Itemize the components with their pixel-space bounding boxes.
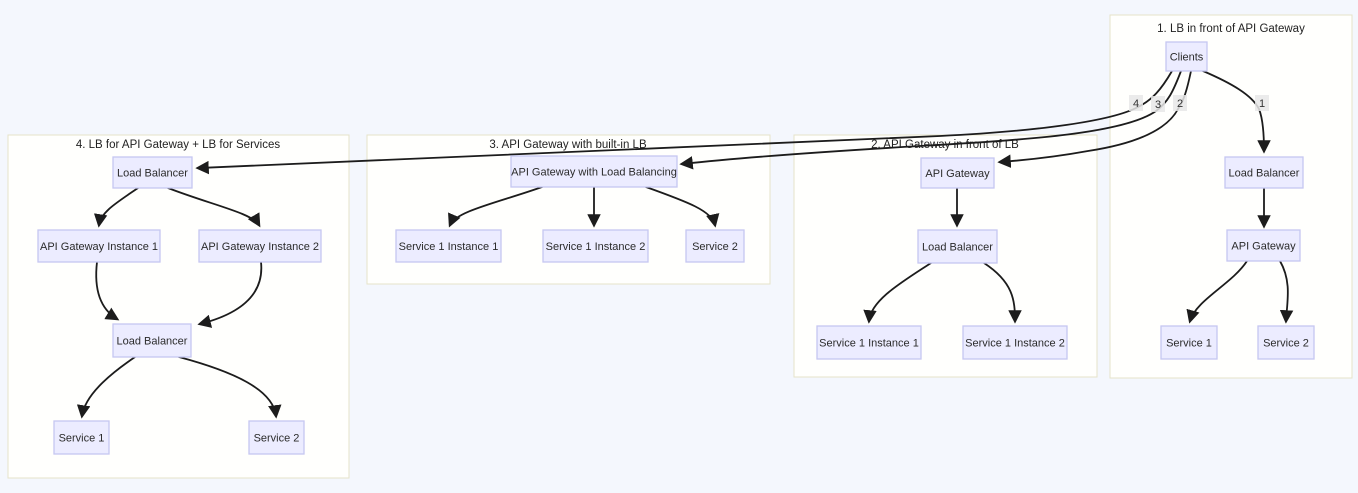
edge-c3-gwlb-to-s1i1 bbox=[448, 186, 543, 228]
node-c3-service-2-box bbox=[685, 229, 745, 263]
edge-c4-lb2-to-service2 bbox=[178, 356, 282, 419]
node-c4-load-balancer-top-label: Load Balancer bbox=[117, 168, 188, 180]
node-c3-service-2: Service 2 bbox=[685, 229, 745, 263]
node-c1-load-balancer-box bbox=[1224, 156, 1304, 189]
node-c3-service-1-instance-1-label: Service 1 Instance 1 bbox=[399, 241, 499, 253]
node-c2-service-1-instance-1-label: Service 1 Instance 1 bbox=[819, 338, 919, 350]
node-c4-service-2: Service 2 bbox=[248, 420, 305, 455]
edge-label-1-bg bbox=[1255, 95, 1269, 111]
node-c4-service-1-box bbox=[53, 420, 110, 455]
node-c2-load-balancer-box bbox=[917, 229, 998, 264]
node-c4-load-balancer-top-box bbox=[112, 156, 193, 189]
node-c3-api-gateway-with-lb-label: API Gateway with Load Balancing bbox=[511, 167, 677, 179]
edge-c4-gwi1-to-lb2 bbox=[95, 261, 120, 321]
node-c4-service-2-label: Service 2 bbox=[254, 433, 300, 445]
node-c2-service-1-instance-1: Service 1 Instance 1 bbox=[816, 325, 922, 360]
node-c1-service-1-label: Service 1 bbox=[1166, 338, 1212, 350]
node-c3-service-2-label: Service 2 bbox=[692, 241, 738, 253]
node-c2-service-1-instance-2: Service 1 Instance 2 bbox=[962, 325, 1068, 360]
node-c3-service-1-instance-2-label: Service 1 Instance 2 bbox=[546, 241, 646, 253]
edge-c3-gwlb-to-service2 bbox=[645, 186, 720, 228]
node-c1-service-1: Service 1 bbox=[1160, 325, 1218, 360]
node-c1-load-balancer: Load Balancer bbox=[1224, 156, 1304, 189]
node-c3-api-gateway-with-lb-box bbox=[510, 155, 678, 188]
edge-c2-lb-to-s1i2 bbox=[983, 262, 1022, 324]
node-c4-service-2-box bbox=[248, 420, 305, 455]
node-c4-api-gateway-instance-1-label: API Gateway Instance 1 bbox=[40, 241, 158, 253]
node-c4-api-gateway-instance-2-label: API Gateway Instance 2 bbox=[201, 241, 319, 253]
node-c4-service-1-label: Service 1 bbox=[59, 433, 105, 445]
node-c1-service-1-box bbox=[1160, 325, 1218, 360]
node-c1-service-2: Service 2 bbox=[1257, 325, 1315, 360]
node-c2-api-gateway-label: API Gateway bbox=[925, 168, 990, 180]
node-c4-api-gateway-instance-2-box bbox=[198, 229, 322, 263]
node-c4-load-balancer-top: Load Balancer bbox=[112, 156, 193, 189]
cluster-1: 1. LB in front of API Gateway bbox=[1109, 14, 1353, 379]
edge-label-3: 3 bbox=[1151, 96, 1165, 112]
node-c4-service-1: Service 1 bbox=[53, 420, 110, 455]
edge-label-2-bg bbox=[1173, 95, 1187, 111]
edge-c1-gw-to-service2 bbox=[1279, 260, 1294, 324]
edge-label-3-bg bbox=[1151, 96, 1165, 112]
node-c2-load-balancer: Load Balancer bbox=[917, 229, 998, 264]
node-c3-service-1-instance-1-box bbox=[395, 229, 502, 263]
node-c1-api-gateway-box bbox=[1226, 229, 1301, 262]
node-c4-api-gateway-instance-1: API Gateway Instance 1 bbox=[37, 229, 161, 263]
node-c1-service-2-box bbox=[1257, 325, 1315, 360]
edge-c4-lb2-to-service1 bbox=[76, 356, 136, 419]
node-c4-load-balancer-bottom: Load Balancer bbox=[112, 323, 192, 358]
edge-c1-gw-to-service1 bbox=[1186, 260, 1248, 324]
edge-label-2-text: 2 bbox=[1177, 98, 1183, 110]
node-c1-clients: Clients bbox=[1165, 41, 1208, 72]
cluster-1-box bbox=[1109, 14, 1353, 379]
edge-c4-lb1-to-gwi2 bbox=[167, 187, 261, 228]
node-c4-load-balancer-bottom-box bbox=[112, 323, 192, 358]
edge-c2-lb-to-s1i1 bbox=[863, 262, 932, 324]
node-c1-api-gateway: API Gateway bbox=[1226, 229, 1301, 262]
cluster-4-title: 4. LB for API Gateway + LB for Services bbox=[76, 139, 280, 151]
edge-label-1-text: 1 bbox=[1259, 98, 1265, 110]
edge-c4-gwi2-to-lb2 bbox=[197, 261, 263, 328]
node-c2-api-gateway: API Gateway bbox=[920, 157, 995, 189]
node-c1-service-2-label: Service 2 bbox=[1263, 338, 1309, 350]
node-c1-load-balancer-label: Load Balancer bbox=[1229, 168, 1300, 180]
edge-label-1: 1 bbox=[1255, 95, 1269, 111]
node-c2-service-1-instance-2-label: Service 1 Instance 2 bbox=[965, 338, 1065, 350]
edge-label-2: 2 bbox=[1173, 95, 1187, 111]
edge-label-3-text: 3 bbox=[1155, 99, 1161, 111]
edge-label-4: 4 bbox=[1129, 95, 1143, 111]
node-c3-api-gateway-with-lb: API Gateway with Load Balancing bbox=[510, 155, 678, 188]
edge-label-4-bg bbox=[1129, 95, 1143, 111]
node-c2-api-gateway-box bbox=[920, 157, 995, 189]
node-c2-service-1-instance-2-box bbox=[962, 325, 1068, 360]
node-c3-service-1-instance-2-box bbox=[542, 229, 649, 263]
edge-label-4-text: 4 bbox=[1133, 98, 1139, 110]
node-c4-api-gateway-instance-2: API Gateway Instance 2 bbox=[198, 229, 322, 263]
edge-c4-lb1-to-gwi1 bbox=[93, 187, 139, 228]
node-c4-api-gateway-instance-1-box bbox=[37, 229, 161, 263]
node-c2-service-1-instance-1-box bbox=[816, 325, 922, 360]
node-c1-clients-label: Clients bbox=[1170, 52, 1204, 64]
node-c3-service-1-instance-2: Service 1 Instance 2 bbox=[542, 229, 649, 263]
node-c4-load-balancer-bottom-label: Load Balancer bbox=[117, 336, 188, 348]
node-c3-service-1-instance-1: Service 1 Instance 1 bbox=[395, 229, 502, 263]
cluster-1-title: 1. LB in front of API Gateway bbox=[1157, 23, 1305, 35]
node-c1-clients-box bbox=[1165, 41, 1208, 72]
cluster-3-title: 3. API Gateway with built-in LB bbox=[489, 139, 647, 151]
node-c1-api-gateway-label: API Gateway bbox=[1231, 241, 1296, 253]
node-c2-load-balancer-label: Load Balancer bbox=[922, 242, 993, 254]
